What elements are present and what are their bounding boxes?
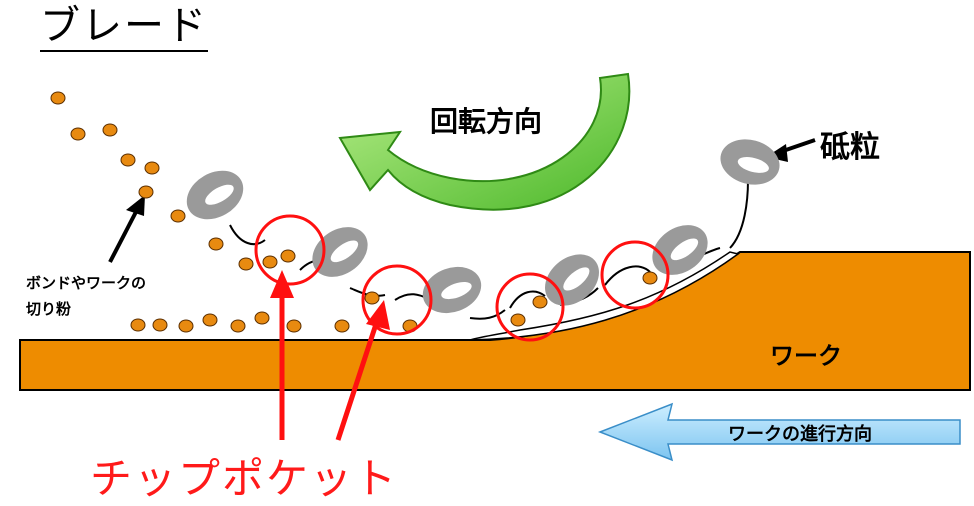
abrasive-grain — [312, 227, 368, 277]
abrasive-grain — [186, 170, 244, 220]
chip-pocket-circle — [254, 214, 326, 286]
debris-chip — [202, 313, 218, 327]
chip-pocket-label: チップポケット — [90, 454, 399, 503]
debris-chip — [208, 237, 224, 251]
debris-chip — [642, 271, 658, 285]
debris-chip — [238, 257, 254, 271]
debris-label-line1: ボンドやワークの — [26, 274, 147, 292]
debris-chip — [510, 313, 526, 327]
rotation-arrow-icon — [338, 72, 631, 211]
debris-chip — [152, 318, 168, 332]
rotation-direction-label: 回転方向 — [430, 105, 543, 138]
debris-chip — [230, 319, 246, 333]
debris-chips — [50, 91, 658, 333]
abrasive-grain-label: 砥粒 — [820, 130, 880, 165]
chip-pocket-circle — [600, 240, 670, 310]
cut-groove — [469, 251, 740, 341]
debris-chip — [120, 153, 136, 167]
debris-chip — [334, 319, 350, 333]
debris-chip — [170, 209, 186, 223]
abrasive-grain — [720, 139, 780, 185]
debris-chip — [254, 311, 270, 325]
debris-chip — [280, 249, 296, 263]
chip-pocket-circles — [254, 214, 670, 342]
debris-pointer-arrow-icon — [108, 195, 145, 263]
feed-direction-arrow-icon — [597, 402, 961, 462]
debris-chip — [262, 255, 278, 269]
chip-pocket-circle — [361, 264, 433, 336]
chip-pocket-circle — [495, 272, 565, 342]
abrasive-grain — [422, 266, 482, 314]
work-label: ワーク — [770, 342, 842, 370]
abrasive-grains — [186, 139, 780, 314]
debris-chip — [102, 123, 118, 137]
debris-chip — [138, 185, 154, 199]
debris-chip — [364, 291, 380, 305]
debris-chip — [286, 319, 302, 333]
debris-chip — [178, 319, 194, 333]
debris-chip — [70, 127, 86, 141]
feed-direction-label: ワークの進行方向 — [728, 424, 872, 445]
debris-chip — [532, 295, 548, 309]
debris-chip — [144, 161, 160, 175]
debris-chip — [50, 91, 66, 105]
debris-chip — [130, 318, 146, 332]
debris-label-line2: 切り粉 — [26, 300, 72, 318]
page-title: ブレード — [40, 2, 208, 52]
